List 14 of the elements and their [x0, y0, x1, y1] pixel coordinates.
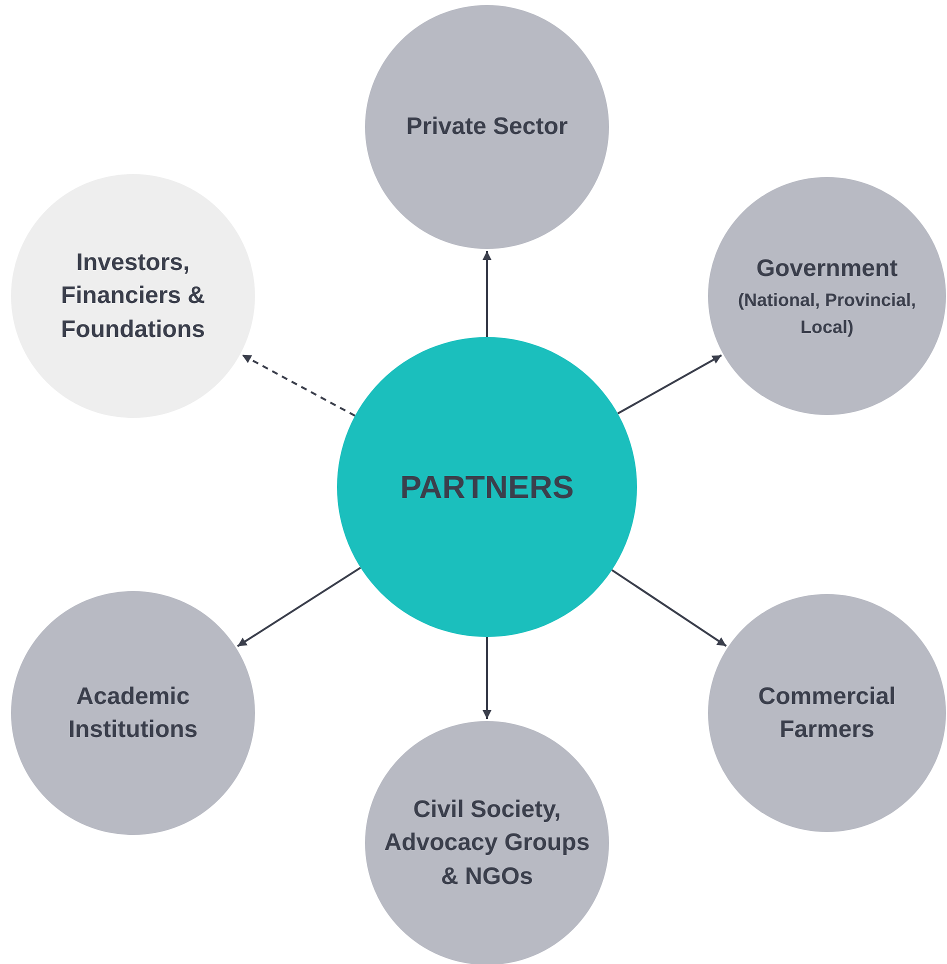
arrow [617, 354, 722, 414]
node-label: PARTNERS [400, 468, 574, 507]
arrow [482, 637, 492, 719]
arrow [611, 569, 727, 647]
node-label: Investors, Financiers & Foundations [60, 248, 206, 345]
node-label: Academic Institutions [67, 682, 199, 745]
node-label: Commercial Farmers [757, 682, 897, 745]
arrow [482, 251, 492, 337]
arrow [242, 354, 356, 417]
node-label: Civil Society, Advocacy Groups & NGOs [383, 795, 591, 892]
node-sublabel: (National, Provincial, Local) [736, 289, 918, 339]
node-label: Government [756, 254, 898, 284]
arrow [236, 566, 362, 648]
node-label: Private Sector [406, 112, 568, 142]
